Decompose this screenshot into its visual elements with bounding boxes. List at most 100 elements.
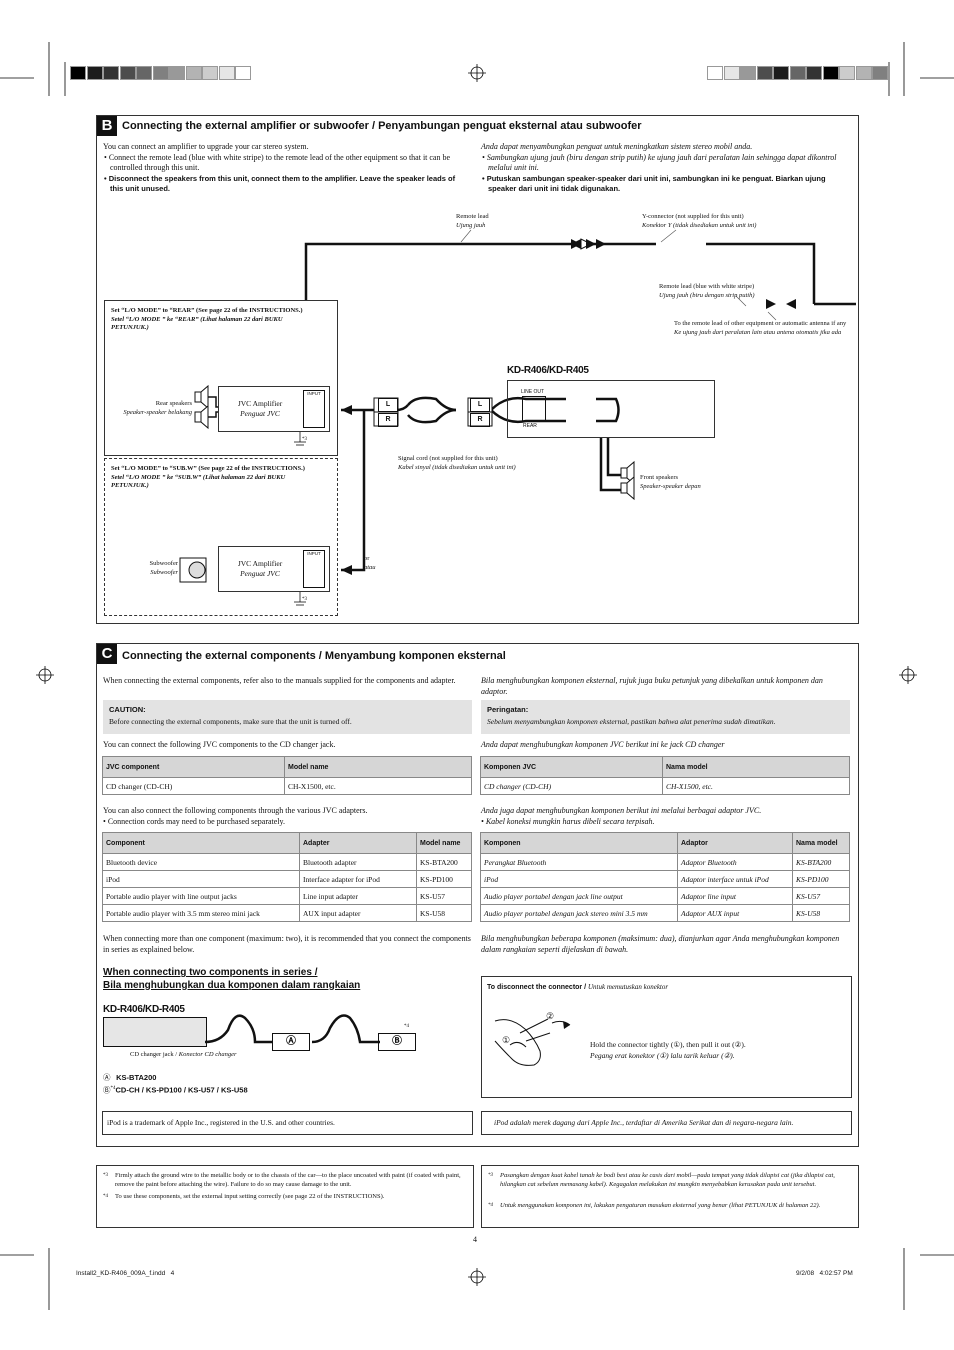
cd-changer-text: You can connect the following JVC compon… bbox=[103, 740, 336, 749]
peringatan-title: Peringatan: bbox=[487, 705, 529, 714]
section-b-title: Connecting the external amplifier or sub… bbox=[122, 120, 642, 132]
label-id: Subwoofer bbox=[150, 568, 178, 576]
bullet-text: Connect the remote lead (blue with white… bbox=[108, 152, 451, 173]
table-cell: Adaptor Bluetooth bbox=[677, 853, 793, 871]
table-cell: KS-BTA200 bbox=[416, 853, 472, 871]
color-swatch bbox=[773, 66, 789, 80]
intro-text: When connecting the external components,… bbox=[103, 676, 456, 685]
input-label: INPUT bbox=[307, 551, 321, 556]
footnote-mark: *4 bbox=[103, 1194, 108, 1199]
color-swatch bbox=[723, 66, 740, 80]
color-swatch bbox=[103, 66, 119, 80]
amp-input-jack: INPUT bbox=[303, 550, 325, 588]
label-id: Speaker-speaker belakang bbox=[123, 408, 192, 416]
footnote-mark: *3 bbox=[488, 1173, 493, 1178]
table-cell: Bluetooth adapter bbox=[299, 853, 417, 871]
table-cell: iPod bbox=[480, 870, 678, 888]
color-swatch bbox=[872, 66, 888, 80]
color-swatch bbox=[169, 66, 185, 80]
legend: Ⓐ KS-BTA200 Ⓑ*4CD-CH / KS-PD100 / KS-U57… bbox=[103, 1073, 248, 1096]
table-cell: Perangkat Bluetooth bbox=[480, 853, 678, 871]
label-en: Remote lead bbox=[456, 213, 489, 220]
color-swatch bbox=[806, 66, 822, 80]
label-id: atau bbox=[364, 563, 376, 571]
label-en: Signal cord (not supplied for this unit) bbox=[398, 455, 498, 462]
table-row: Audio player portabel dengan jack stereo… bbox=[480, 904, 850, 922]
ipod-trademark-text: iPod is a trademark of Apple Inc., regis… bbox=[107, 1118, 335, 1127]
color-swatch bbox=[839, 66, 855, 80]
disconnect-connector-box: To disconnect the connector / Untuk memu… bbox=[481, 976, 852, 1098]
ipod-trademark-text: iPod adalah merek dagang dari Apple Inc.… bbox=[494, 1118, 794, 1127]
amplifier-wiring-diagram bbox=[179, 229, 856, 606]
footnote-text: To use these components, set the externa… bbox=[115, 1193, 385, 1200]
signal-cord-label: Signal cord (not supplied for this unit)… bbox=[398, 455, 516, 472]
footnote-ref: *4 bbox=[110, 1085, 116, 1091]
series-heading: When connecting two components in series… bbox=[103, 967, 360, 992]
intro-text: You can connect an amplifier to upgrade … bbox=[103, 142, 309, 151]
table-cell: Adaptor line input bbox=[677, 887, 793, 905]
footnote-3: *3 Firmly attach the ground wire to the … bbox=[103, 1171, 463, 1189]
color-swatch bbox=[218, 66, 235, 80]
table-header: Adaptor bbox=[677, 832, 793, 854]
legend-a-mark: Ⓐ bbox=[103, 1073, 111, 1082]
cd-changer-jack-label: CD changer jack / Konector CD changer bbox=[130, 1051, 237, 1060]
subwoofer-mode-box bbox=[104, 458, 338, 616]
series-model: KD-R406/KD-R405 bbox=[103, 1004, 185, 1015]
component-a-label: Ⓐ bbox=[286, 1036, 296, 1047]
footnote-ref: *3 bbox=[302, 597, 307, 602]
head-unit-model: KD-R406/KD-R405 bbox=[507, 365, 589, 376]
table-cell: CH-X1500, etc. bbox=[284, 777, 472, 795]
label-id: Speaker-speaker depan bbox=[640, 482, 701, 490]
label-en: Remote lead (blue with white stripe) bbox=[659, 283, 755, 290]
table-cell: CD changer (CD-CH) bbox=[102, 777, 285, 795]
section-c-title: Connecting the external components / Men… bbox=[122, 650, 506, 662]
footnote-mark: *3 bbox=[103, 1173, 108, 1178]
disconnect-title: To disconnect the connector / Untuk memu… bbox=[487, 983, 668, 991]
hold-id: Pegang erat konektor (①) lalu tarik kelu… bbox=[590, 1051, 735, 1060]
connector-hand-illustration bbox=[494, 1018, 571, 1066]
label-en: To the remote lead of other equipment or… bbox=[674, 320, 847, 327]
section-b-english-text: You can connect an amplifier to upgrade … bbox=[103, 142, 468, 195]
also-text: You can also connect the following compo… bbox=[103, 806, 368, 815]
table-cell: CD changer (CD-CH) bbox=[480, 777, 663, 795]
color-swatch bbox=[855, 66, 872, 80]
section-b-panel bbox=[96, 115, 859, 624]
color-swatch bbox=[70, 66, 86, 80]
adapters-text: Anda juga dapat menghubungkan komponen b… bbox=[481, 806, 849, 827]
footnote-ref: *4 bbox=[404, 1024, 409, 1029]
footnote-text: Untuk menggunakan komponen ini, lakukan … bbox=[500, 1202, 821, 1209]
legend-b-text: CD-CH / KS-PD100 / KS-U57 / KS-U58 bbox=[115, 1085, 248, 1094]
footnote-4: *4 Untuk menggunakan komponen ini, lakuk… bbox=[488, 1201, 848, 1210]
registration-mark bbox=[36, 64, 917, 1286]
bullet-text: Sambungkan ujung jauh (biru dengan strip… bbox=[486, 152, 837, 173]
series-heading-en: When connecting two components in series… bbox=[103, 967, 318, 978]
ipod-trademark-box-id: iPod adalah merek dagang dari Apple Inc.… bbox=[481, 1111, 852, 1135]
table-cell: AUX input adapter bbox=[299, 904, 417, 922]
table-cell: Audio player portabel dengan jack stereo… bbox=[480, 904, 678, 922]
label-en: Set “L/O MODE” to “REAR” (See page 22 of… bbox=[111, 307, 303, 314]
label-id: Setel “L/O MODE ” ke “SUB.W” (Lihat hala… bbox=[111, 473, 286, 490]
table-header: Adapter bbox=[299, 832, 417, 854]
hold-instructions: Hold the connector tightly (①), then pul… bbox=[590, 1039, 746, 1061]
table-header: Component bbox=[102, 832, 300, 854]
series-text: Bila menghubungkan beberapa komponen (ma… bbox=[481, 934, 840, 954]
amp-label: JVC Amplifier bbox=[237, 559, 283, 568]
color-swatch bbox=[152, 66, 169, 80]
rear-label: REAR bbox=[523, 423, 537, 429]
table-header: JVC component bbox=[102, 756, 285, 778]
peringatan-text: Sebelum menyambungkan komponen eksternal… bbox=[487, 717, 776, 726]
table-cell: CH-X1500, etc. bbox=[662, 777, 850, 795]
footnote-4: *4 To use these components, set the exte… bbox=[103, 1192, 463, 1201]
table-cell: Interface adapter for iPod bbox=[299, 870, 417, 888]
amp-label-id: Penguat JVC bbox=[240, 569, 280, 578]
amp-label-id: Penguat JVC bbox=[240, 409, 280, 418]
label-id: Ujung jauh (biru dengan strip putih) bbox=[659, 291, 755, 299]
